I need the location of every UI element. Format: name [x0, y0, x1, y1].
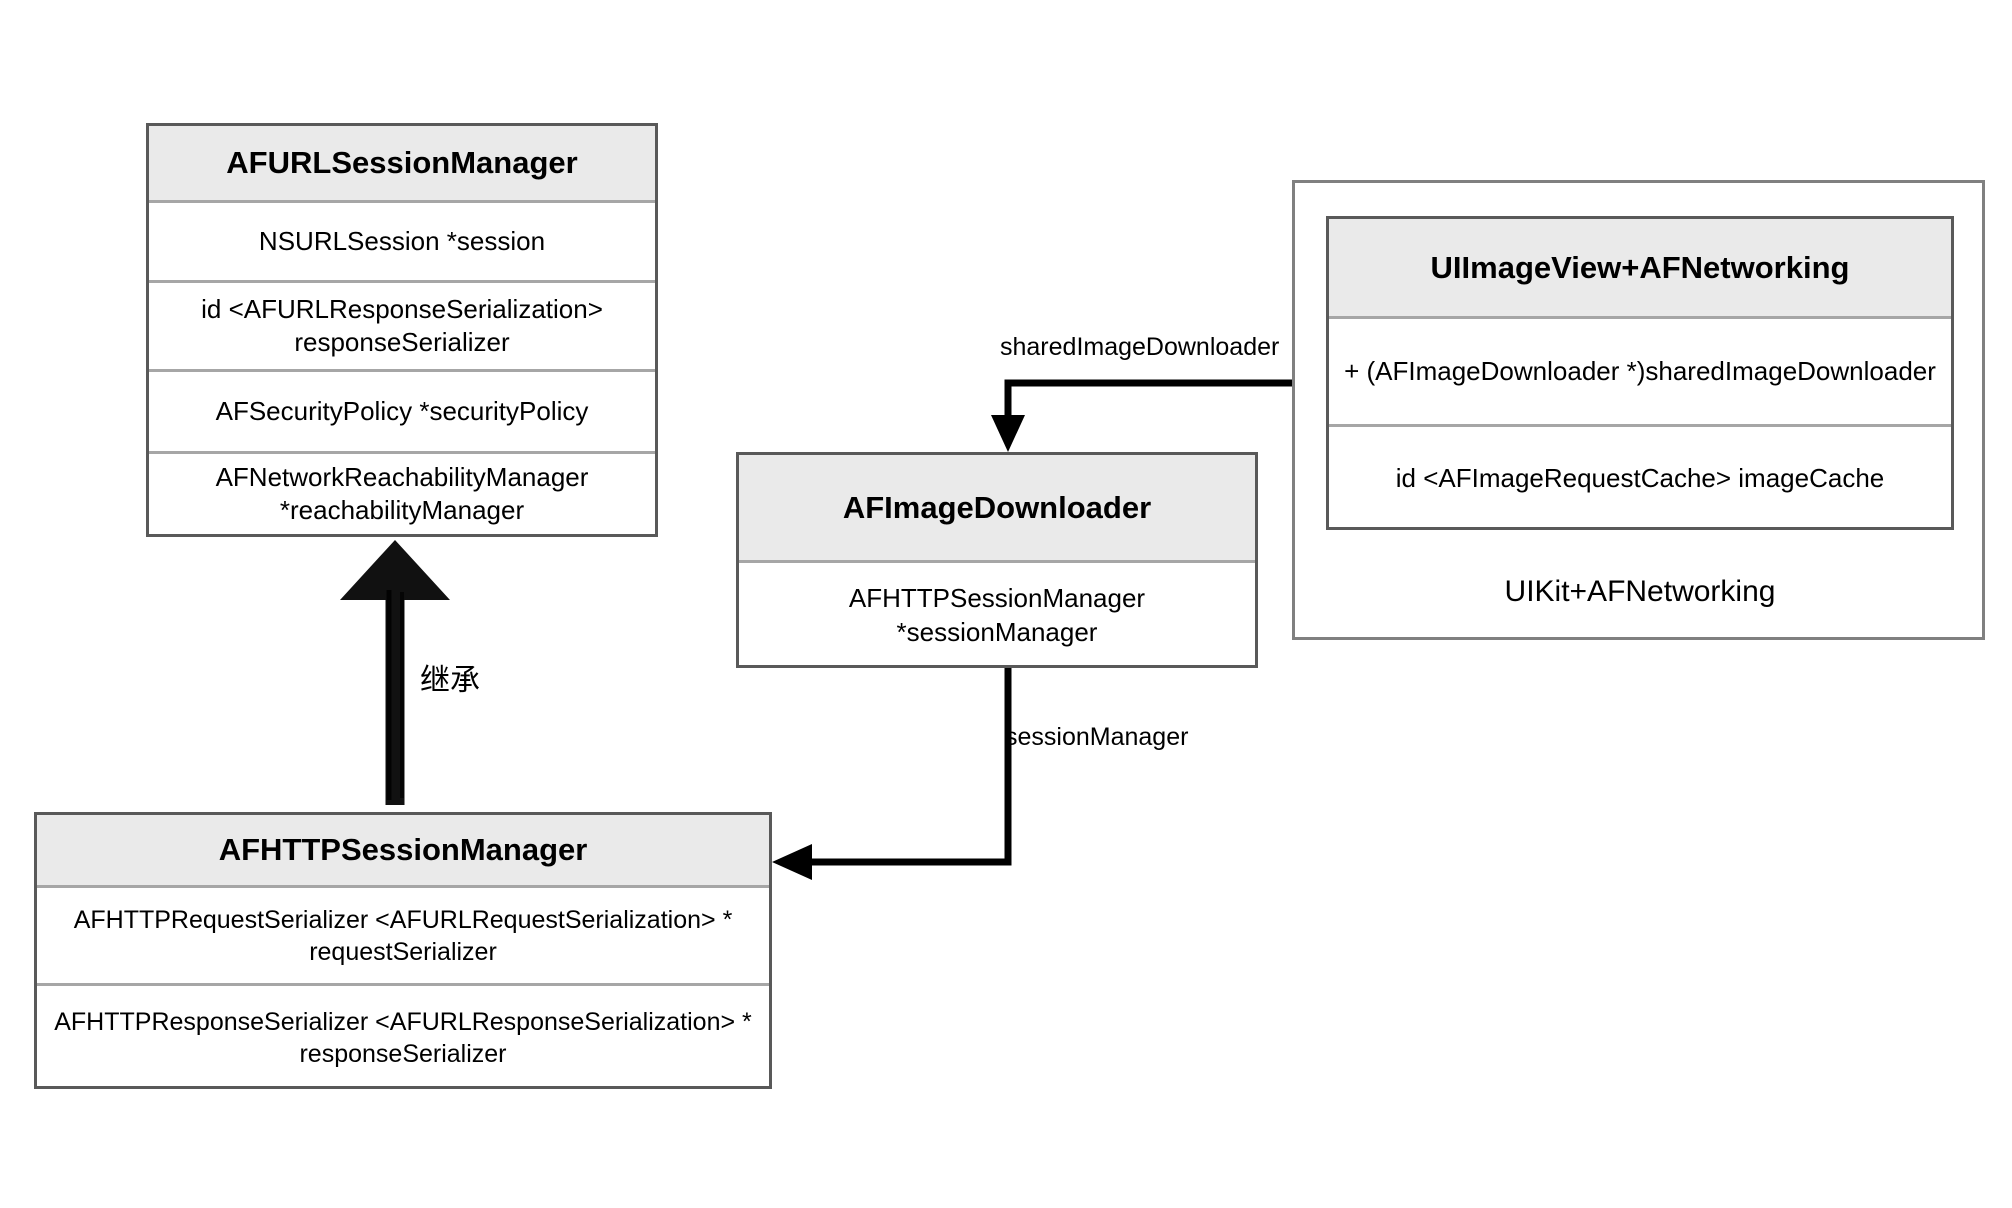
- class-attribute-row: NSURLSession *session: [149, 203, 655, 283]
- attribute-text: responseSerializer: [294, 327, 510, 357]
- class-attribute-row: AFHTTPSessionManager *sessionManager: [739, 563, 1255, 668]
- attribute-text: requestSerializer: [309, 937, 497, 966]
- class-attribute-row: id <AFURLResponseSerialization> response…: [149, 283, 655, 372]
- attribute-text: AFHTTPSessionManager: [848, 583, 1146, 614]
- attribute-text: *sessionManager: [896, 616, 1098, 647]
- attribute-text: AFHTTPRequestSerializer <AFURLRequestSer…: [73, 905, 733, 934]
- class-title-afimagedownloader: AFImageDownloader: [739, 455, 1255, 563]
- connector-shared-image-downloader: [991, 379, 1326, 452]
- class-box-afurlsessionmanager[interactable]: AFURLSessionManager NSURLSession *sessio…: [146, 123, 658, 537]
- class-attribute-row: AFHTTPResponseSerializer <AFURLResponseS…: [37, 986, 769, 1089]
- attribute-text: + (AFImageDownloader *)sharedImageDownlo…: [1344, 355, 1936, 386]
- attribute-text: AFSecurityPolicy *securityPolicy: [215, 395, 589, 426]
- attribute-text: AFHTTPResponseSerializer <AFURLResponseS…: [54, 1007, 752, 1036]
- attribute-text: id <AFImageRequestCache> imageCache: [1395, 462, 1885, 493]
- class-box-uiimageview-afnetworking[interactable]: UIImageView+AFNetworking + (AFImageDownl…: [1326, 216, 1954, 530]
- package-label-uikit-afnetworking: UIKit+AFNetworking: [1504, 575, 1776, 608]
- class-box-afhttpsessionmanager[interactable]: AFHTTPSessionManager AFHTTPRequestSerial…: [34, 812, 772, 1089]
- connector-label-inheritance: 继承: [420, 663, 480, 698]
- connector-session-manager: [772, 668, 1012, 880]
- class-attribute-row: AFNetworkReachabilityManager *reachabili…: [149, 454, 655, 534]
- class-attribute-row: + (AFImageDownloader *)sharedImageDownlo…: [1329, 319, 1951, 427]
- connector-label-shared-image-downloader: sharedImageDownloader: [1000, 333, 1280, 361]
- attribute-text: responseSerializer: [299, 1039, 507, 1068]
- class-attribute-row: AFHTTPRequestSerializer <AFURLRequestSer…: [37, 888, 769, 986]
- connector-label-session-manager: sessionManager: [1005, 723, 1189, 751]
- attribute-text: *reachabilityManager: [279, 495, 525, 525]
- attribute-text: id <AFURLResponseSerialization>: [201, 293, 603, 324]
- class-title-afurlsessionmanager: AFURLSessionManager: [149, 126, 655, 203]
- class-box-afimagedownloader[interactable]: AFImageDownloader AFHTTPSessionManager *…: [736, 452, 1258, 668]
- class-title-afhttpsessionmanager: AFHTTPSessionManager: [37, 815, 769, 888]
- attribute-text: NSURLSession *session: [258, 225, 546, 256]
- class-attribute-row: AFSecurityPolicy *securityPolicy: [149, 372, 655, 454]
- class-title-uiimageview-afnetworking: UIImageView+AFNetworking: [1329, 219, 1951, 319]
- attribute-text: AFNetworkReachabilityManager: [215, 461, 589, 492]
- class-attribute-row: id <AFImageRequestCache> imageCache: [1329, 427, 1951, 530]
